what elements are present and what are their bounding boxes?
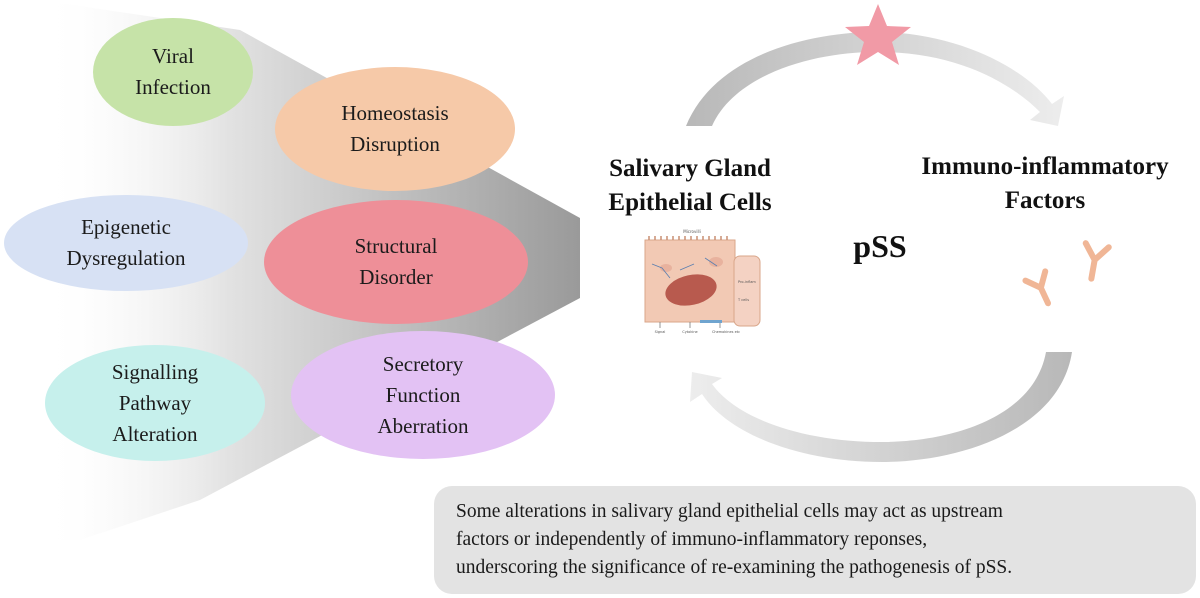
label-secretory-function-aberration: Secretory Function Aberration <box>377 351 469 438</box>
salivary-gland-title: Salivary Gland Epithelial Cells <box>608 155 772 216</box>
cell-label-bottom-3: Chemokines etc <box>712 330 740 334</box>
ellipse-structural-disorder <box>264 200 528 324</box>
star-icon <box>845 4 911 65</box>
ellipse-homeostasis-disruption <box>275 67 515 191</box>
cell-label-bottom-2: Cytokine <box>682 330 697 334</box>
cell-label-top: Microvilli <box>683 229 701 234</box>
antibody-icon-2 <box>1082 240 1112 282</box>
ellipse-viral-infection <box>93 18 253 126</box>
cycle-arrow-bottom <box>690 352 1072 462</box>
note-box: Some alterations in salivary gland epith… <box>434 486 1196 594</box>
ellipse-epigenetic-dysregulation <box>4 195 248 291</box>
epithelial-cell-illustration <box>644 236 761 328</box>
cycle-arrow-top <box>686 31 1064 126</box>
label-epigenetic-dysregulation: Epigenetic Dysregulation <box>66 215 186 270</box>
note-text: Some alterations in salivary gland epith… <box>456 501 1013 578</box>
antibody-icon <box>1022 268 1052 307</box>
ellipse-signalling-pathway-alteration <box>45 345 265 461</box>
label-structural-disorder: Structural Disorder <box>354 234 438 289</box>
label-signalling-pathway-alteration: Signalling Pathway Alteration <box>111 359 199 446</box>
pss-center-label: pSS <box>853 228 907 264</box>
label-viral-infection: Viral Infection <box>135 44 211 99</box>
cell-label-side-1: Pro-inflam <box>738 280 756 284</box>
ellipse-secretory-function-aberration <box>291 331 555 459</box>
cell-label-bottom-1: Signal <box>655 330 666 334</box>
label-homeostasis-disruption: Homeostasis Disruption <box>341 101 449 156</box>
immuno-inflammatory-title: Immuno-inflammatory Factors <box>921 153 1169 214</box>
cell-label-side-2: T cells <box>737 298 749 302</box>
